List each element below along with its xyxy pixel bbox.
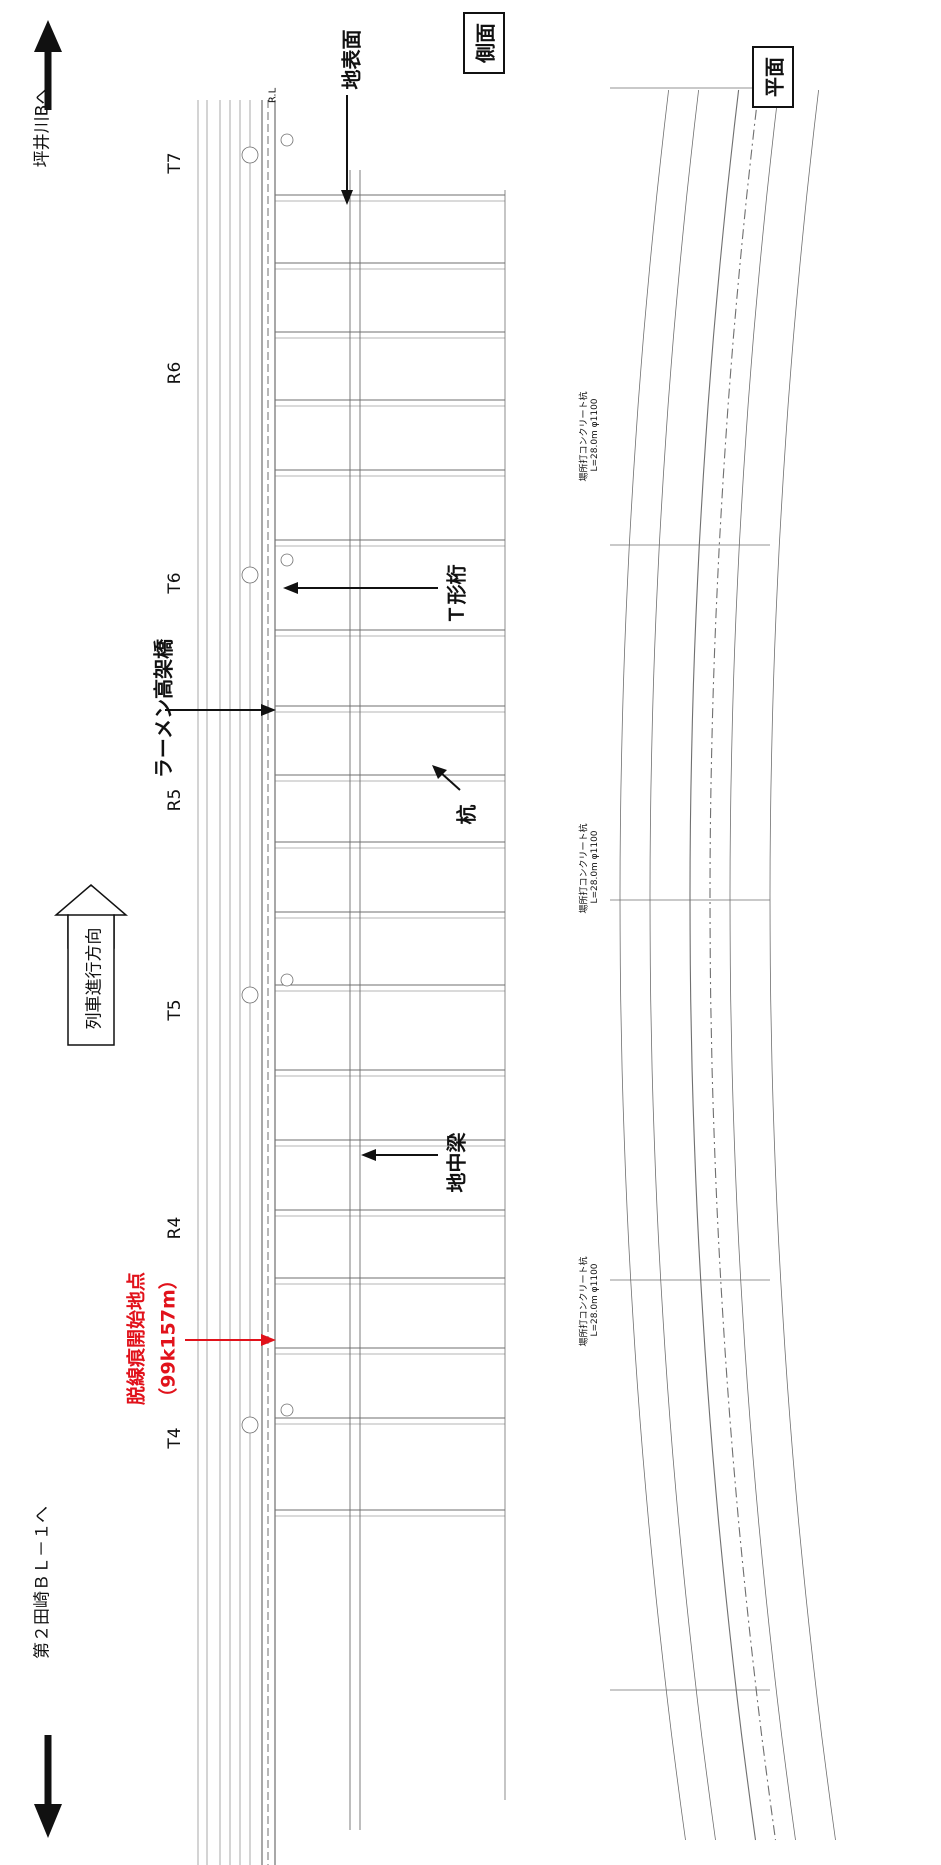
arrow-up-head — [34, 20, 62, 52]
pile-note-3: 場所打コンクリート杭 — [579, 1256, 590, 1347]
pier-label-t5: T5 — [165, 999, 185, 1021]
pile-spec-2: L=28.0m φ1100 — [590, 830, 600, 904]
rigid-frame-arrow-head — [261, 704, 276, 716]
callout-pile: 杭 — [454, 804, 479, 825]
derail-start-label: 脱線痕開始地点 — [125, 1272, 148, 1406]
pile-note-1: 場所打コンクリート杭 — [579, 391, 590, 482]
side-view-label: 側面 — [463, 12, 505, 74]
pile-spec-3: L=28.0m φ1100 — [590, 1263, 600, 1337]
callout-ground-surface: 地表面 — [339, 29, 364, 90]
joint-marker-circle — [280, 553, 294, 567]
pile-arrow-shaft — [439, 771, 461, 791]
pier-label-r4: R4 — [165, 1216, 185, 1240]
pier-marker-circle — [241, 146, 259, 164]
callout-ground-beam: 地中梁 — [444, 1132, 469, 1193]
ground-beam-arrow-head — [361, 1149, 376, 1161]
travel-arrow-body — [67, 914, 115, 1046]
derail-arrow-head — [261, 1334, 276, 1346]
pier-marker-circle — [241, 566, 259, 584]
travel-direction-label: 列車進行方向 — [84, 927, 105, 1030]
pier-label-r6: R6 — [165, 361, 185, 385]
t-girder-arrow-head — [283, 582, 298, 594]
joint-marker-circle — [280, 1403, 294, 1417]
pile-note-2: 場所打コンクリート杭 — [579, 823, 590, 914]
plan-view-label: 平面 — [752, 46, 794, 108]
callout-rigid-frame: ラーメン高架橋 — [151, 638, 176, 779]
plan-track-line — [729, 89, 796, 1841]
pier-marker-circle — [241, 1416, 259, 1434]
arrow-down-head — [34, 1804, 62, 1838]
pier-marker-circle — [241, 986, 259, 1004]
joint-marker-circle — [280, 973, 294, 987]
joint-marker-circle — [280, 133, 294, 147]
plan-track-line — [709, 89, 777, 1841]
derail-start-km: （99k157m） — [157, 1270, 180, 1407]
pier-label-t7: T7 — [165, 152, 185, 174]
callout-t-girder: Ｔ形桁 — [444, 564, 469, 625]
pile-arrow-head — [432, 765, 447, 779]
pier-label-t4: T4 — [165, 1427, 185, 1449]
plan-track-line — [769, 89, 836, 1841]
plan-track-line — [689, 89, 757, 1841]
direction-to-tsuboigawa: 坪井川Bへ — [32, 87, 53, 168]
pier-label-t6: T6 — [165, 572, 185, 594]
rail-level-label: R.L — [267, 87, 279, 104]
plan-track-line — [619, 89, 686, 1841]
plan-track-line — [649, 89, 716, 1841]
direction-to-tasaki: 第２田崎ＢＬ－１へ — [32, 1506, 53, 1659]
pile-spec-1: L=28.0m φ1100 — [590, 398, 600, 472]
ground-surface-arrow-head — [341, 190, 353, 205]
